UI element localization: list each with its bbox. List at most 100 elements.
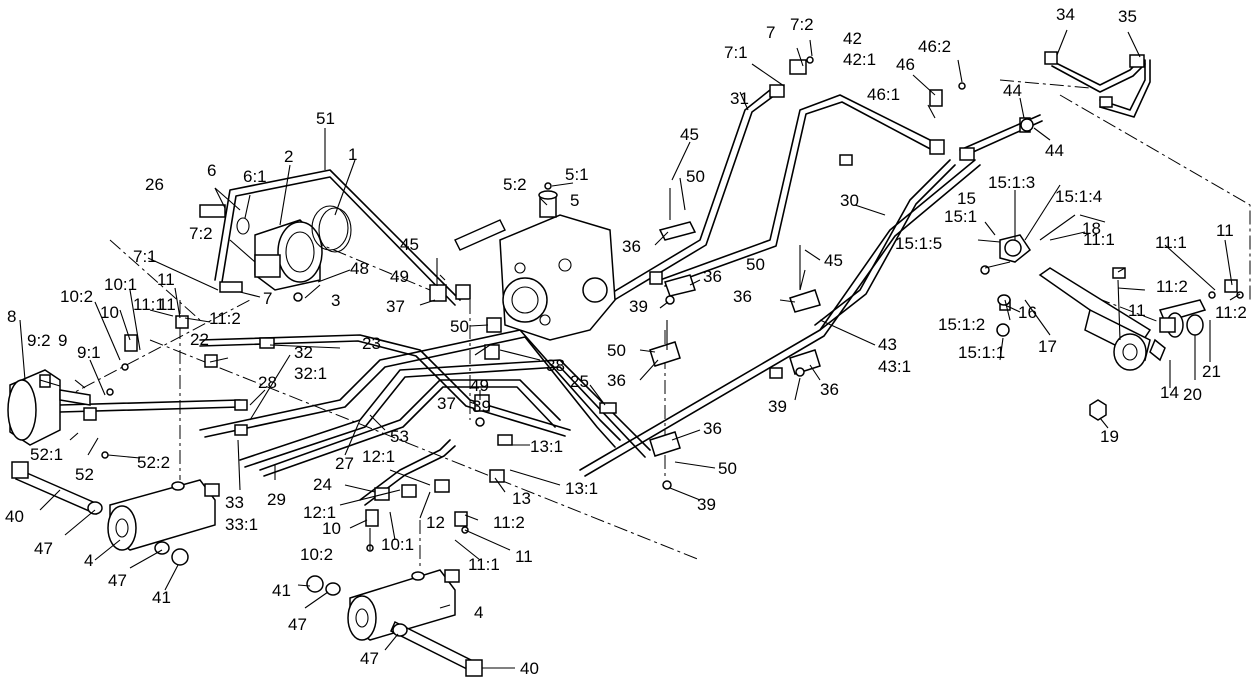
callout-11-2: 11:2: [209, 309, 241, 328]
callout-10-1: 10:1: [104, 275, 137, 294]
callout-32: 32: [294, 343, 313, 362]
callout-24: 24: [313, 475, 332, 494]
callout-31: 31: [730, 89, 749, 108]
callout-2: 2: [284, 147, 293, 166]
callout-39: 39: [629, 297, 648, 316]
callout-49: 49: [470, 376, 489, 395]
callout-6-1: 6:1: [243, 167, 267, 186]
callout-15-1-4: 15:1:4: [1055, 187, 1102, 206]
callout-46-1: 46:1: [867, 85, 900, 104]
callout-47: 47: [34, 539, 53, 558]
callout-5-1: 5:1: [565, 165, 589, 184]
callout-14: 14: [1160, 383, 1179, 402]
callout-12: 12: [426, 513, 445, 532]
callout-29: 29: [267, 490, 286, 509]
callout-12-1: 12:1: [362, 447, 395, 466]
callout-33-1: 33:1: [225, 515, 258, 534]
callout-12-1: 12:1: [303, 503, 336, 522]
callout-7-2: 7:2: [189, 224, 213, 243]
callout-52-1: 52:1: [30, 445, 63, 464]
callout-20: 20: [1183, 385, 1202, 404]
callout-42-1: 42:1: [843, 50, 876, 69]
callout-15-1: 15:1: [944, 207, 977, 226]
callout-10-1: 10:1: [381, 535, 414, 554]
callout-11-1: 11:1: [1083, 230, 1115, 249]
callout-11-2: 11:2: [493, 513, 525, 532]
callout-52-2: 52:2: [137, 453, 170, 472]
callout-6: 6: [207, 161, 216, 180]
callout-36: 36: [607, 371, 626, 390]
callout-34: 34: [1056, 5, 1075, 24]
callout-40: 40: [5, 507, 24, 526]
callout-22: 22: [190, 330, 209, 349]
callout-21: 21: [1202, 362, 1221, 381]
callout-45: 45: [680, 125, 699, 144]
callout-42: 42: [843, 29, 862, 48]
callout-50: 50: [450, 317, 469, 336]
callout-11-2: 11:2: [1156, 277, 1188, 296]
callout-39: 39: [472, 397, 491, 416]
callout-3: 3: [331, 291, 340, 310]
tube-43: [579, 159, 981, 477]
callout-9-1: 9:1: [77, 343, 101, 362]
spindle-14: [1149, 312, 1184, 362]
callout-49: 49: [390, 267, 409, 286]
callout-10: 10: [100, 303, 119, 322]
callout-47: 47: [108, 571, 127, 590]
callout-11: 11: [1216, 221, 1234, 240]
callout-43: 43: [878, 335, 897, 354]
callout-46-2: 46:2: [918, 37, 951, 56]
callout-40: 40: [520, 659, 539, 678]
cylinder-4-left: [107, 479, 220, 551]
callout-48: 48: [350, 259, 369, 278]
callout-9-2: 9:2: [27, 331, 51, 350]
callout-15-1-5: 15:1:5: [895, 234, 942, 253]
callout-9: 9: [58, 331, 67, 350]
tube-30: [814, 159, 956, 331]
callout-43-1: 43:1: [878, 357, 911, 376]
callout-8: 8: [7, 307, 16, 326]
callout-39: 39: [697, 495, 716, 514]
callout-37: 37: [386, 297, 405, 316]
callout-36: 36: [703, 419, 722, 438]
callout-36: 36: [733, 287, 752, 306]
cylinder-8: [7, 369, 91, 446]
tube-51: [214, 169, 461, 306]
callout-15-1-2: 15:1:2: [938, 315, 985, 334]
callout-11-1: 11:1: [1155, 233, 1187, 252]
callout-15: 15: [957, 189, 976, 208]
callout-5-2: 5:2: [503, 175, 527, 194]
callout-11-1: 11:1: [133, 295, 165, 314]
cylinder-4-right: [347, 569, 460, 641]
callout-44: 44: [1045, 141, 1064, 160]
bolt-19: [1089, 399, 1107, 421]
callout-50: 50: [686, 167, 705, 186]
callout-47: 47: [360, 649, 379, 668]
callout-36: 36: [703, 267, 722, 286]
tube-42: [659, 94, 941, 287]
callout-46: 46: [896, 55, 915, 74]
callout-28: 28: [258, 373, 277, 392]
callout-10: 10: [322, 519, 341, 538]
callout-41: 41: [152, 588, 171, 607]
callout-19: 19: [1100, 427, 1119, 446]
callout-11-1: 11: [158, 295, 176, 314]
callout-13-1: 13:1: [565, 479, 598, 498]
callout-1: 1: [348, 145, 357, 164]
callout-11: 11: [1128, 301, 1146, 320]
hydraulic-pump: [454, 190, 616, 341]
callout-7-2: 7:2: [790, 15, 814, 34]
callout-30: 30: [840, 191, 859, 210]
callout-37: 37: [437, 394, 456, 413]
pin-40-right: [390, 620, 483, 677]
callout-17: 17: [1038, 337, 1057, 356]
callout-4: 4: [84, 551, 93, 570]
center-lines: [59, 79, 1251, 570]
callout-50: 50: [607, 341, 626, 360]
callout-15-1-1: 15:1:1: [958, 343, 1005, 362]
callout-36: 36: [820, 380, 839, 399]
tube-34-35: [1049, 59, 1151, 118]
callout-13: 13: [512, 489, 531, 508]
callout-26: 26: [145, 175, 164, 194]
callout-44: 44: [1003, 81, 1022, 100]
